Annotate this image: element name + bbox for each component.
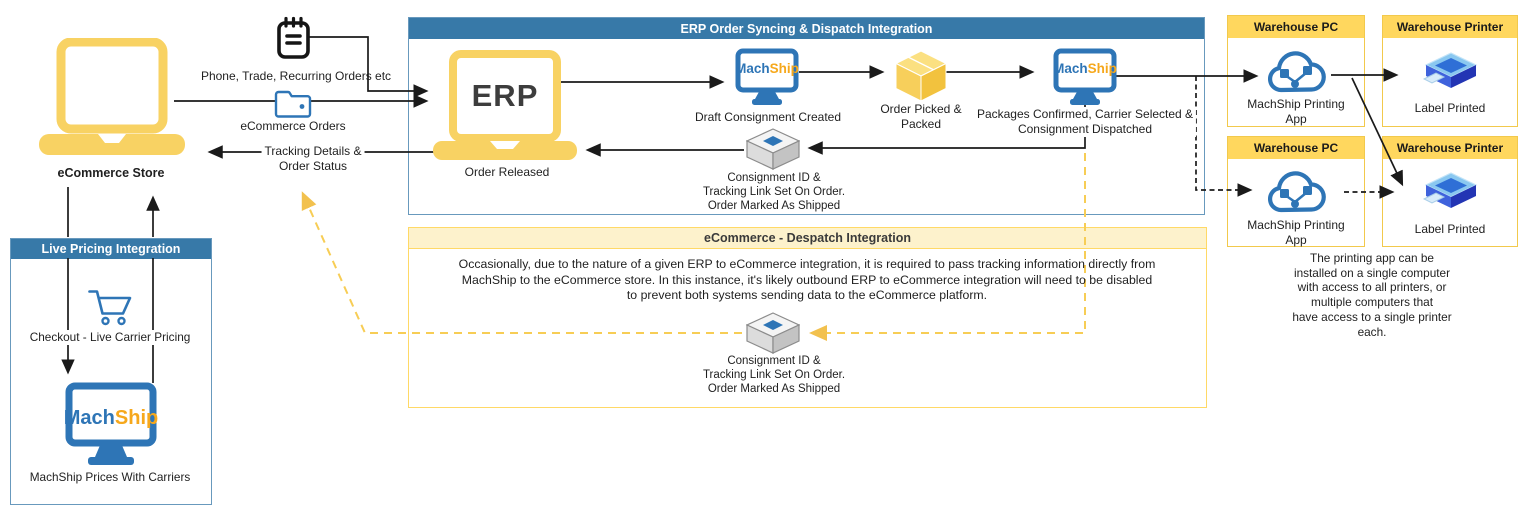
machship-monitor-draft-icon [735, 48, 799, 106]
checkout-cart-icon [88, 288, 134, 328]
draft-consignment-label: Draft Consignment Created [694, 110, 842, 124]
machship-monitor-dispatch-icon [1053, 48, 1117, 106]
ecommerce-orders-wallet-icon [274, 87, 312, 119]
order-picked-package-icon [894, 50, 948, 102]
label-printed-label-2: Label Printed [1414, 222, 1486, 236]
warehouse-pc-title-2: Warehouse PC [1228, 137, 1364, 159]
warehouse-pc-title-1: Warehouse PC [1228, 16, 1364, 38]
packages-confirmed-label: Packages Confirmed, Carrier Selected & C… [973, 107, 1197, 137]
printing-app-cloud-icon-2 [1266, 167, 1326, 219]
consignment-box-icon-1 [745, 128, 801, 170]
consignment-note-1: Consignment ID & Tracking Link Set On Or… [702, 172, 846, 213]
machship-logo-big: MachShip [63, 407, 159, 429]
order-picked-label: Order Picked & Packed [880, 102, 962, 131]
despatch-integration-title: eCommerce - Despatch Integration [409, 228, 1206, 249]
erp-integration-title: ERP Order Syncing & Dispatch Integration [409, 18, 1204, 39]
machship-prices-label: MachShip Prices With Carriers [29, 470, 191, 484]
consignment-box-icon-2 [745, 312, 801, 354]
machship-logo-1: MachShip [735, 61, 799, 76]
printing-app-cloud-icon-1 [1266, 47, 1326, 99]
ecommerce-orders-label: eCommerce Orders [240, 119, 346, 133]
despatch-body-text: Occasionally, due to the nature of a giv… [458, 257, 1156, 303]
order-released-label: Order Released [464, 165, 550, 179]
erp-laptop-icon [432, 50, 578, 160]
warehouse-printer-title-1: Warehouse Printer [1383, 16, 1517, 38]
label-printer-icon-2 [1422, 172, 1479, 218]
store-label: eCommerce Store [57, 166, 165, 180]
consignment-note-2: Consignment ID & Tracking Link Set On Or… [702, 355, 846, 396]
label-printer-icon-1 [1422, 52, 1479, 98]
checkout-pricing-label: Checkout - Live Carrier Pricing [26, 330, 194, 345]
printing-app-label-2: MachShip Printing App [1247, 218, 1345, 247]
erp-label: ERP [471, 78, 539, 113]
printing-app-note: The printing app can be installed on a s… [1292, 251, 1452, 339]
ecommerce-store-laptop-icon [38, 37, 186, 158]
phone-orders-label: Phone, Trade, Recurring Orders etc [200, 69, 392, 83]
label-printed-label-1: Label Printed [1414, 101, 1486, 115]
machship-monitor-pricing-icon [65, 382, 157, 468]
printing-app-label-1: MachShip Printing App [1247, 97, 1345, 126]
warehouse-printer-title-2: Warehouse Printer [1383, 137, 1517, 159]
machship-logo-2: MachShip [1053, 61, 1117, 76]
tracking-details-label: Tracking Details & Order Status [261, 144, 365, 174]
live-pricing-title: Live Pricing Integration [11, 239, 211, 259]
notepad-orders-icon [275, 16, 312, 60]
